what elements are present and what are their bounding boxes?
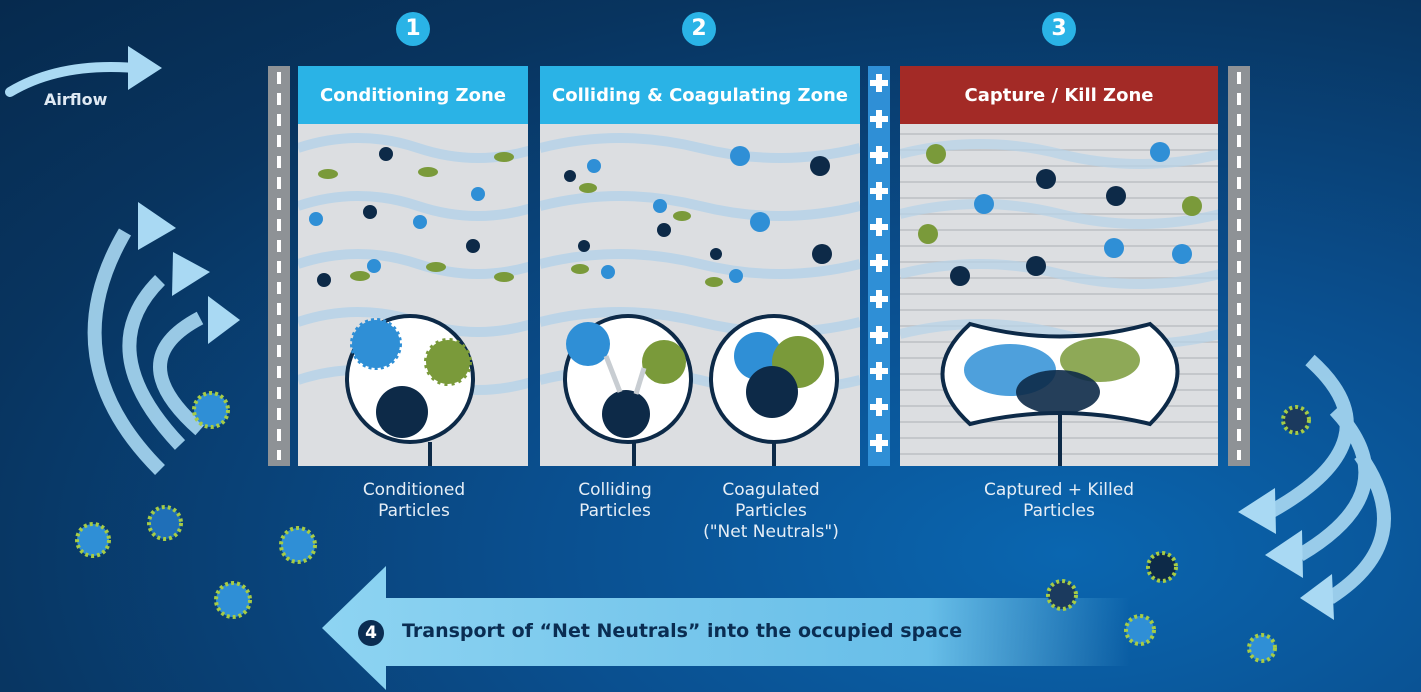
caption-line: Particles <box>378 501 450 521</box>
step-4-badge: 4 <box>358 620 384 646</box>
captured-particles-caption: Captured + Killed Particles <box>954 480 1164 522</box>
ionizer-plus-icon <box>870 74 888 452</box>
caption-line: Coagulated <box>722 480 820 500</box>
conditioning-zone-art <box>298 133 528 466</box>
incoming-airflow-arrows-icon <box>87 228 205 475</box>
caption-line: ("Net Neutrals") <box>703 522 839 542</box>
colliding-particles-magnifier <box>563 314 693 466</box>
caption-line: Particles <box>579 501 651 521</box>
capture-zone-title: Capture / Kill Zone <box>900 66 1218 124</box>
conditioned-particles-magnifier <box>345 314 475 466</box>
caption-line: Colliding <box>578 480 652 500</box>
coagulated-particles-magnifier <box>709 314 839 466</box>
incoming-arrowheads-icon <box>138 202 240 344</box>
particle-icon <box>564 146 832 287</box>
colliding-zone: Colliding & Coagulating Zone <box>540 66 860 466</box>
caption-line: Captured + Killed <box>983 480 1134 500</box>
step-1-badge: 1 <box>396 12 430 46</box>
caption-line: Conditioned <box>362 480 466 500</box>
conditioning-zone-title: Conditioning Zone <box>298 66 528 124</box>
step-2-badge: 2 <box>682 12 716 46</box>
capture-zone-art <box>900 133 1218 466</box>
transport-label: Transport of “Net Neutrals” into the occ… <box>402 620 963 642</box>
colliding-particles-caption: Colliding Particles <box>570 480 660 522</box>
coagulated-particles-caption: Coagulated Particles ("Net Neutrals") <box>686 480 856 543</box>
airflow-arrow-icon <box>5 46 162 97</box>
colliding-zone-art <box>540 133 860 466</box>
caption-line: Particles <box>1023 501 1095 521</box>
step-3-badge: 3 <box>1042 12 1076 46</box>
airflow-label: Airflow <box>44 90 108 109</box>
particle-icon <box>309 147 514 287</box>
particle-icon <box>75 391 1311 663</box>
caption-line: Particles <box>735 501 807 521</box>
return-arrow-icon <box>1266 354 1391 604</box>
captured-particles-magnifier <box>940 321 1180 466</box>
transport-arrow-icon <box>322 566 1130 690</box>
conditioned-particles-caption: Conditioned Particles <box>334 480 494 522</box>
capture-zone: Capture / Kill Zone <box>900 66 1218 466</box>
conditioning-zone: Conditioning Zone <box>298 66 528 466</box>
colliding-zone-title: Colliding & Coagulating Zone <box>540 66 860 124</box>
return-arrowheads-icon <box>1238 488 1334 620</box>
particle-icon <box>918 142 1202 286</box>
